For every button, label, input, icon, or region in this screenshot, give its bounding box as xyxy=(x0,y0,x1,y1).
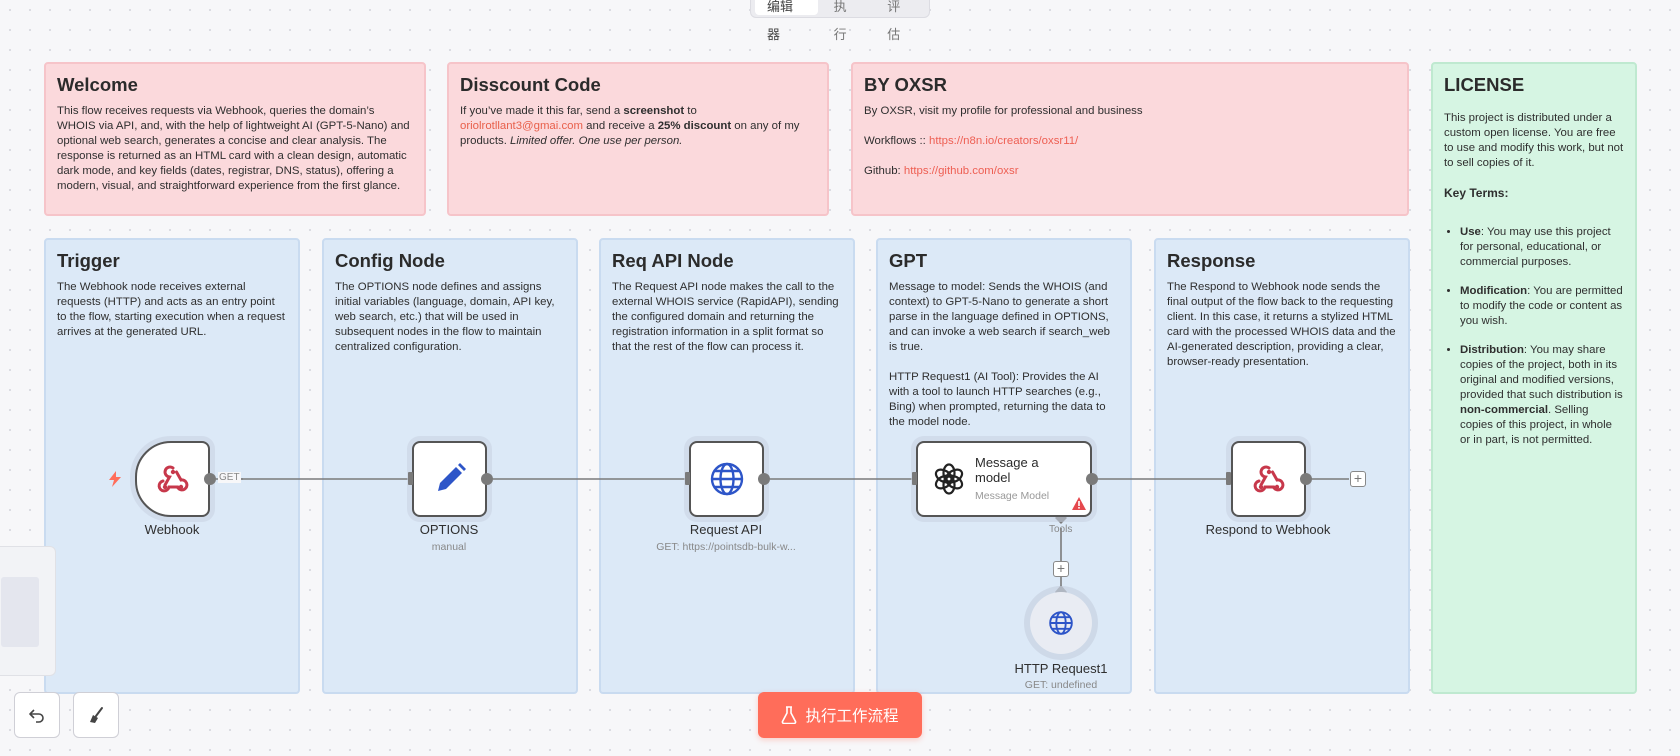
lightning-icon xyxy=(109,471,121,487)
add-tool-button[interactable]: + xyxy=(1053,561,1069,577)
node-respond-to-webhook[interactable] xyxy=(1231,441,1306,517)
github-link[interactable]: https://github.com/oxsr xyxy=(903,165,1019,177)
workflows-link[interactable]: https://n8n.io/creators/oxsr11/ xyxy=(928,135,1079,147)
note-title: GPT xyxy=(889,250,928,271)
note-body: Message to model: Sends the WHOIS (and c… xyxy=(889,281,1110,353)
flask-icon xyxy=(782,706,797,724)
node-label: OPTIONS xyxy=(419,522,479,537)
note-body: The OPTIONS node defines and assigns ini… xyxy=(335,281,555,353)
note-discount[interactable]: Disscount Code If you’ve made it this fa… xyxy=(447,62,829,216)
input-handle[interactable] xyxy=(1226,472,1231,485)
clear-button[interactable] xyxy=(73,692,119,738)
output-handle[interactable] xyxy=(1300,473,1312,485)
output-handle[interactable] xyxy=(758,473,770,485)
note-body: The Webhook node receives external reque… xyxy=(57,281,285,338)
node-label: Request API xyxy=(689,522,763,537)
webhook-icon xyxy=(157,465,188,493)
term-modification: Modification: You are permitted to modif… xyxy=(1460,284,1624,329)
note-title: LICENSE xyxy=(1444,74,1525,95)
node-options[interactable] xyxy=(412,441,487,517)
input-handle[interactable] xyxy=(408,472,413,485)
tab-editor[interactable]: 编辑器 xyxy=(755,0,818,42)
undo-button[interactable] xyxy=(14,692,60,738)
globe-icon xyxy=(1049,611,1073,635)
edge-label-get: GET xyxy=(218,472,241,483)
note-req-api[interactable]: Req API Node The Request API node makes … xyxy=(599,238,855,694)
note-welcome[interactable]: Welcome This flow receives requests via … xyxy=(44,62,426,216)
note-title: BY OXSR xyxy=(864,74,947,95)
node-label: HTTP Request1 xyxy=(1014,661,1108,676)
warning-icon xyxy=(1072,497,1086,510)
note-body: The Respond to Webhook node sends the fi… xyxy=(1167,281,1396,368)
license-terms-list: Use: You may use this project for person… xyxy=(1444,225,1624,448)
execute-workflow-button[interactable]: 执行工作流程 xyxy=(758,692,922,738)
node-subtitle: manual xyxy=(431,541,467,553)
note-body: HTTP Request1 (AI Tool): Provides the AI… xyxy=(889,371,1106,428)
node-label: Webhook xyxy=(144,522,200,537)
side-panel[interactable] xyxy=(0,546,56,676)
license-intro: This project is distributed under a cust… xyxy=(1444,112,1624,169)
execute-workflow-label: 执行工作流程 xyxy=(805,708,899,725)
broom-icon xyxy=(90,707,103,723)
note-body: The Request API node makes the call to t… xyxy=(612,281,839,353)
output-handle[interactable] xyxy=(1086,473,1098,485)
note-body: If you’ve made it this far, send a scree… xyxy=(460,105,800,147)
note-title: Welcome xyxy=(57,74,138,95)
node-subtitle: GET: https://pointsdb-bulk-w... xyxy=(656,541,796,553)
globe-icon xyxy=(710,462,743,496)
node-http-request1[interactable] xyxy=(1030,592,1092,654)
note-title: Disscount Code xyxy=(460,74,601,95)
input-handle[interactable] xyxy=(912,472,917,485)
email-link[interactable]: oriolrotllant3@gmai.com xyxy=(460,120,583,132)
tab-executions[interactable]: 执行 xyxy=(833,0,847,42)
note-license[interactable]: LICENSE This project is distributed unde… xyxy=(1431,62,1637,694)
note-title: Config Node xyxy=(335,250,445,271)
node-label: Respond to Webhook xyxy=(1205,522,1331,537)
node-subtitle: GET: undefined xyxy=(1024,679,1098,691)
tools-label: Tools xyxy=(1049,524,1073,535)
note-title: Response xyxy=(1167,250,1256,271)
undo-icon xyxy=(29,709,44,723)
note-title: Trigger xyxy=(57,250,120,271)
add-node-button[interactable]: + xyxy=(1350,471,1366,487)
webhook-icon xyxy=(1253,465,1284,493)
license-key-terms: Key Terms: xyxy=(1444,186,1509,200)
output-handle[interactable] xyxy=(204,473,216,485)
note-by-oxsr[interactable]: BY OXSR By OXSR, visit my profile for pr… xyxy=(851,62,1409,216)
note-line: By OXSR, visit my profile for profession… xyxy=(864,105,1143,117)
term-use: Use: You may use this project for person… xyxy=(1460,225,1624,270)
note-body: This flow receives requests via Webhook,… xyxy=(57,105,410,192)
note-github: Github: https://github.com/oxsr xyxy=(864,165,1019,177)
term-distribution: Distribution: You may share copies of th… xyxy=(1460,343,1624,448)
node-subtitle: Message Model xyxy=(975,490,1050,502)
tab-evaluations[interactable]: 评估 xyxy=(887,0,901,42)
view-tabs: 编辑器 执行 评估 xyxy=(750,0,930,42)
side-panel-content xyxy=(1,577,39,647)
output-handle[interactable] xyxy=(481,473,493,485)
node-title: Message a model xyxy=(975,455,1039,485)
node-request-api[interactable] xyxy=(689,441,764,517)
node-message-model[interactable] xyxy=(916,441,1092,517)
input-handle[interactable] xyxy=(685,472,690,485)
node-webhook[interactable] xyxy=(135,441,210,517)
openai-icon xyxy=(934,463,964,495)
note-title: Req API Node xyxy=(612,250,734,271)
pencil-icon xyxy=(437,463,466,491)
note-workflows: Workflows :: https://n8n.io/creators/oxs… xyxy=(864,135,1079,147)
